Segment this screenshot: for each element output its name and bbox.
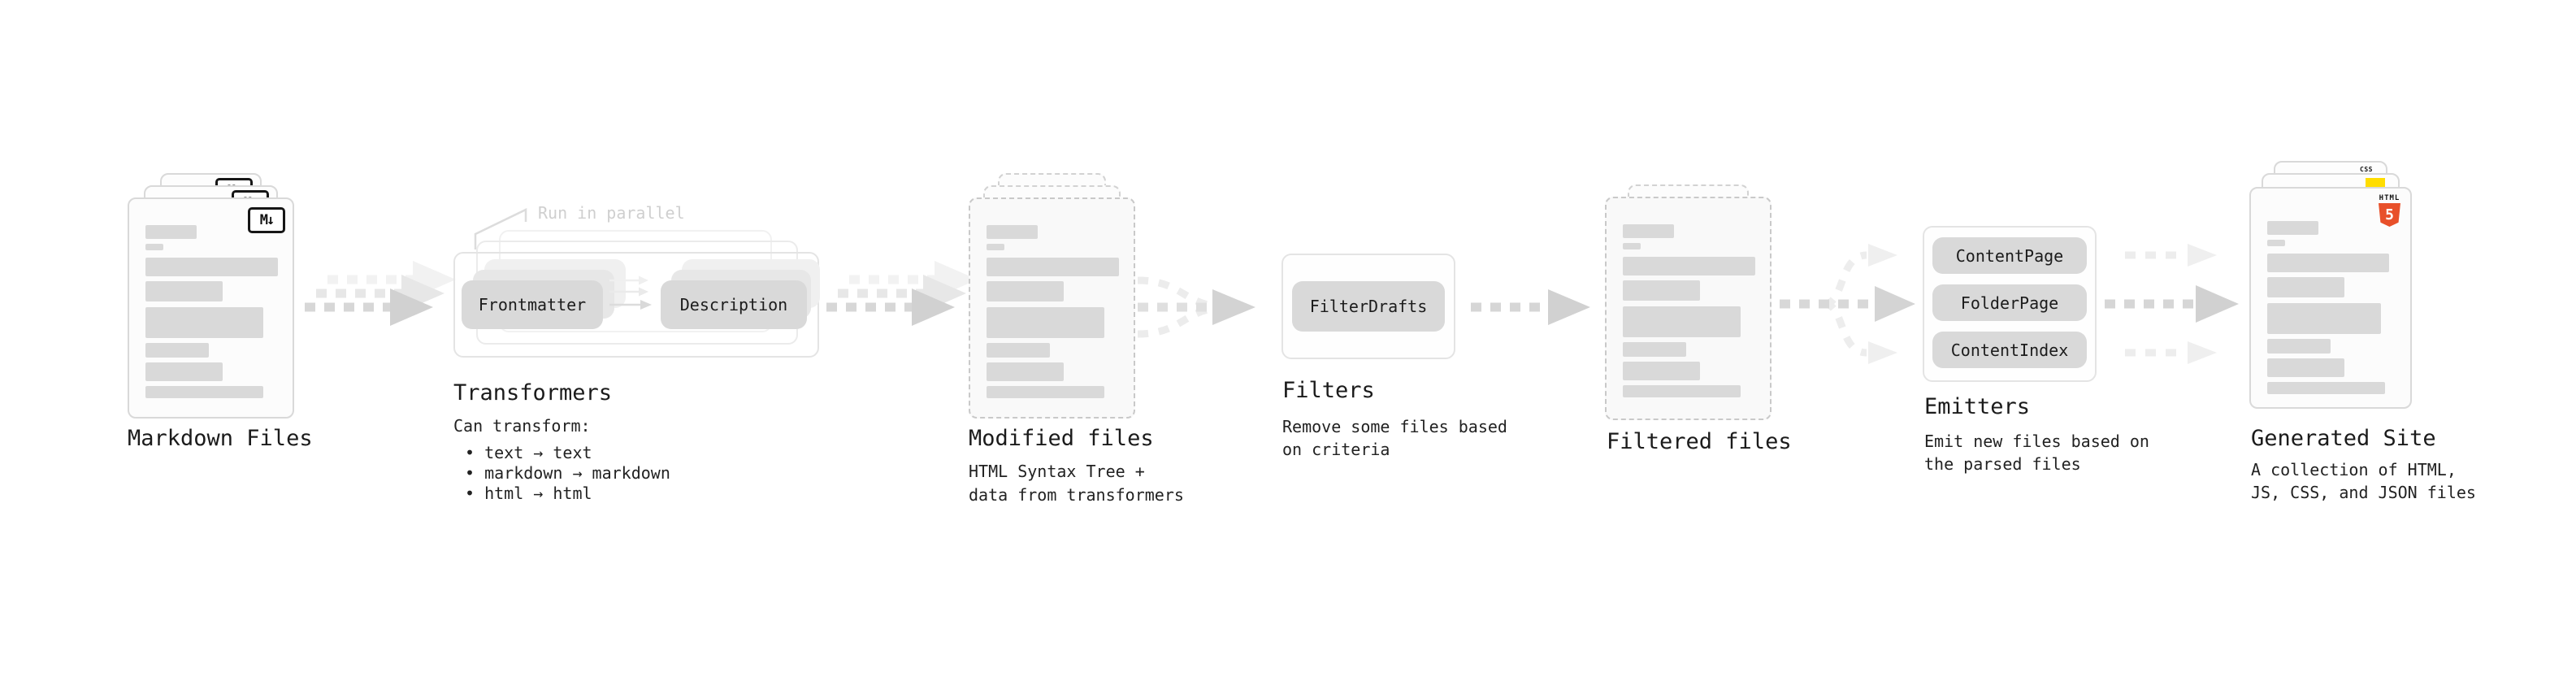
placeholder-bar (2267, 358, 2344, 377)
generated-site-desc: JS, CSS, and JSON files (2251, 483, 2476, 502)
modified-files-label: Modified files (969, 426, 1154, 451)
placeholder-bar (987, 244, 1004, 250)
run-in-parallel-note: Run in parallel (538, 203, 685, 223)
emitters-desc: the parsed files (1924, 454, 2081, 474)
arrow-markdown-to-transformers (305, 261, 456, 326)
filtered-file-card (1605, 197, 1772, 420)
transformers-container (453, 252, 819, 358)
placeholder-bar (2267, 240, 2285, 246)
placeholder-bar (2267, 303, 2381, 334)
arrow-emitters-to-generated (2105, 244, 2239, 364)
placeholder-bar (1623, 280, 1700, 301)
folderpage-box: FolderPage (1932, 284, 2087, 321)
arrow-filters-to-filtered (1471, 289, 1590, 325)
placeholder-bar (2267, 254, 2389, 272)
placeholder-bar (987, 281, 1064, 301)
placeholder-bar (2267, 277, 2344, 297)
modified-files-desc: data from transformers (969, 485, 1184, 505)
placeholder-bar (987, 343, 1050, 358)
transformers-label: Transformers (453, 380, 613, 406)
contentpage-box: ContentPage (1932, 237, 2087, 274)
placeholder-bar (1623, 257, 1755, 275)
placeholder-bar (1623, 224, 1674, 238)
placeholder-bar (145, 307, 263, 338)
description-box: Description (661, 280, 807, 329)
callout-line (474, 208, 527, 249)
emitters-desc: Emit new files based on (1924, 432, 2149, 451)
modified-files-desc: HTML Syntax Tree + (969, 462, 1145, 481)
placeholder-bar (1623, 362, 1700, 380)
transformers-desc-title: Can transform: (453, 416, 591, 436)
placeholder-bar (987, 362, 1064, 381)
placeholder-bar (145, 258, 278, 276)
placeholder-bar (987, 307, 1104, 338)
arrow-filtered-to-emitters (1780, 244, 1915, 364)
markdown-icon: M↓ (248, 207, 285, 233)
parallel-arrows-icon (609, 275, 652, 310)
arrow-transformers-to-modified (826, 261, 978, 326)
transformers-bullet: • html → html (465, 484, 592, 503)
transformers-bullet: • markdown → markdown (465, 463, 670, 483)
filters-label: Filters (1282, 378, 1375, 403)
placeholder-bar (145, 244, 163, 250)
placeholder-bar (2267, 382, 2385, 394)
contentindex-box: ContentIndex (1932, 332, 2087, 368)
html5-icon: HTML 5 (2379, 194, 2400, 227)
placeholder-bar (145, 343, 209, 358)
placeholder-bar (145, 225, 197, 239)
filters-desc: Remove some files based (1282, 417, 1507, 436)
filtered-files-label: Filtered files (1607, 429, 1792, 454)
generated-site-desc: A collection of HTML, (2251, 460, 2457, 479)
frontmatter-box: Frontmatter (462, 280, 603, 329)
placeholder-bar (2267, 339, 2331, 354)
modified-file-card (969, 197, 1135, 419)
placeholder-bar (2267, 221, 2318, 235)
placeholder-bar (1623, 342, 1686, 357)
placeholder-bar (1623, 385, 1741, 397)
placeholder-bar (145, 281, 223, 301)
placeholder-bar (145, 362, 223, 381)
placeholder-bar (987, 225, 1038, 239)
filters-desc: on criteria (1282, 440, 1390, 459)
placeholder-bar (987, 258, 1119, 276)
placeholder-bar (145, 386, 263, 398)
placeholder-bar (987, 386, 1104, 398)
transformers-bullet: • text → text (465, 443, 592, 462)
markdown-files-label: Markdown Files (128, 426, 313, 451)
markdown-file-card: M↓ (128, 197, 294, 419)
placeholder-bar (1623, 306, 1741, 337)
filterdrafts-box: FilterDrafts (1292, 281, 1445, 332)
generated-site-card: HTML 5 (2249, 187, 2412, 409)
emitters-label: Emitters (1924, 394, 2031, 419)
placeholder-bar (1623, 243, 1641, 249)
arrow-modified-to-filters (1137, 276, 1255, 338)
generated-site-label: Generated Site (2251, 426, 2436, 451)
